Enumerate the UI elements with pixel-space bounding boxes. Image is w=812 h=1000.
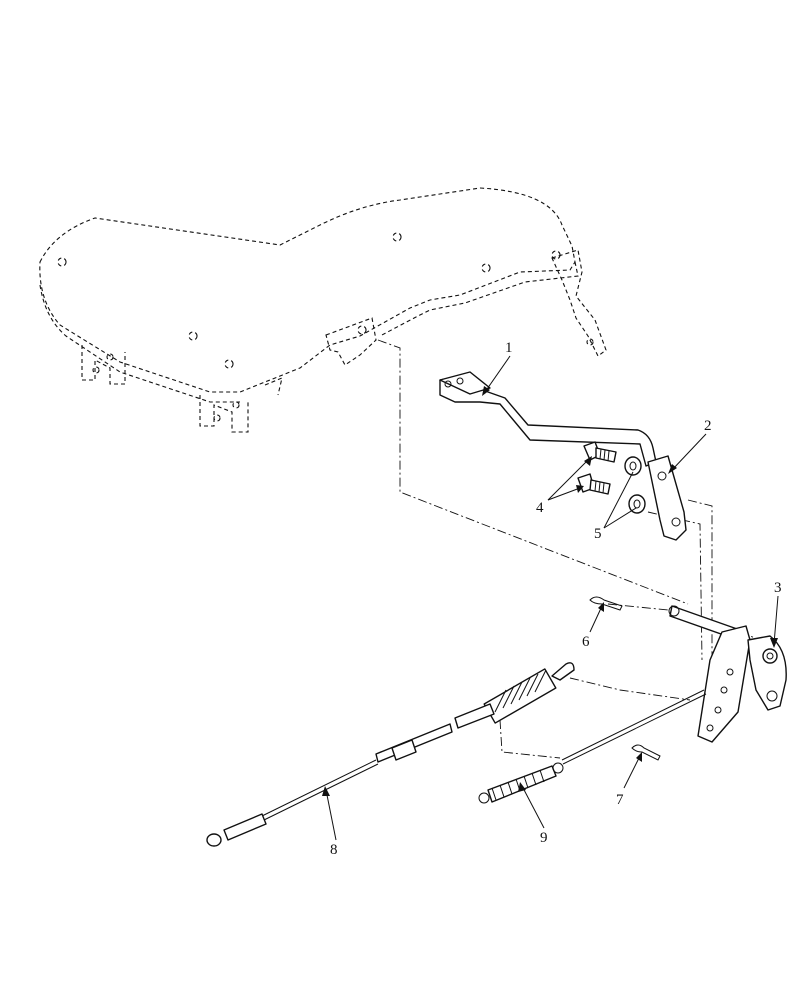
callout-8: 8 [330,842,338,858]
phantom-platform [39,187,607,433]
rod [561,689,707,765]
callout-leaders [322,355,779,841]
callout-6: 6 [582,634,590,650]
bolts [577,441,617,495]
lever-plate [647,455,687,541]
callout-1: 1 [505,340,513,356]
callout-3: 3 [774,580,782,596]
brake-cable [206,662,575,847]
brake-lever [439,371,657,467]
callout-9: 9 [540,830,548,846]
clip-6 [589,596,623,611]
washers [624,456,646,514]
callout-7: 7 [616,792,624,808]
callout-4: 4 [536,500,544,516]
callout-labels: 1 2 3 4 5 6 7 8 9 [330,340,782,858]
callout-5: 5 [594,526,602,542]
spring [478,762,564,804]
callout-2: 2 [704,418,712,434]
bracket-assembly [668,605,787,743]
clip-7 [631,744,661,761]
